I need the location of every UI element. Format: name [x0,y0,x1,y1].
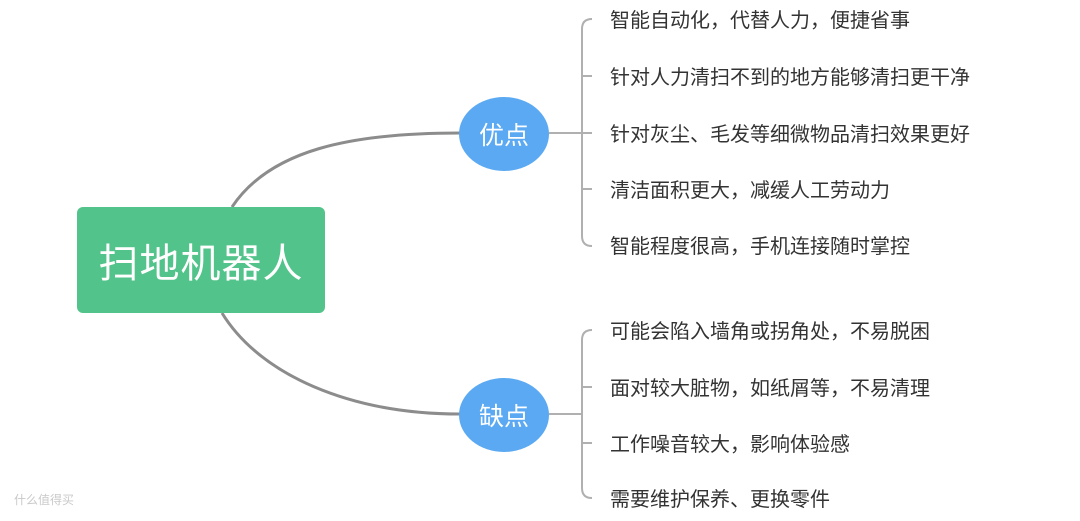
branch-node-cons[interactable]: 缺点 [459,378,549,452]
branch-node-pros-label: 优点 [478,121,529,150]
leaf-pros-4[interactable]: 清洁面积更大，减缓人工劳动力 [610,178,890,202]
connector-root-cons [220,312,461,416]
leaf-pros-2[interactable]: 针对人力清扫不到的地方能够清扫更干净 [610,65,970,89]
watermark: 什么值得买 [14,493,75,507]
leaf-cons-4[interactable]: 需要维护保养、更换零件 [610,487,830,511]
root-node[interactable]: 扫地机器人 [77,207,325,313]
leaf-cons-2[interactable]: 面对较大脏物，如纸屑等，不易清理 [610,376,930,400]
leaf-cons-3[interactable]: 工作噪音较大，影响体验感 [610,432,850,456]
connector-root-pros [230,131,461,208]
leaf-pros-5[interactable]: 智能程度很高，手机连接随时掌控 [610,234,910,258]
branch-node-pros[interactable]: 优点 [459,97,549,171]
leaf-pros-3[interactable]: 针对灰尘、毛发等细微物品清扫效果更好 [610,122,970,146]
leaf-cons-1[interactable]: 可能会陷入墙角或拐角处，不易脱困 [610,319,930,343]
leaf-pros-1[interactable]: 智能自动化，代替人力，便捷省事 [610,8,910,32]
branch-node-cons-label: 缺点 [478,402,529,431]
bracket-cons [581,329,593,499]
root-node-label: 扫地机器人 [98,241,304,287]
